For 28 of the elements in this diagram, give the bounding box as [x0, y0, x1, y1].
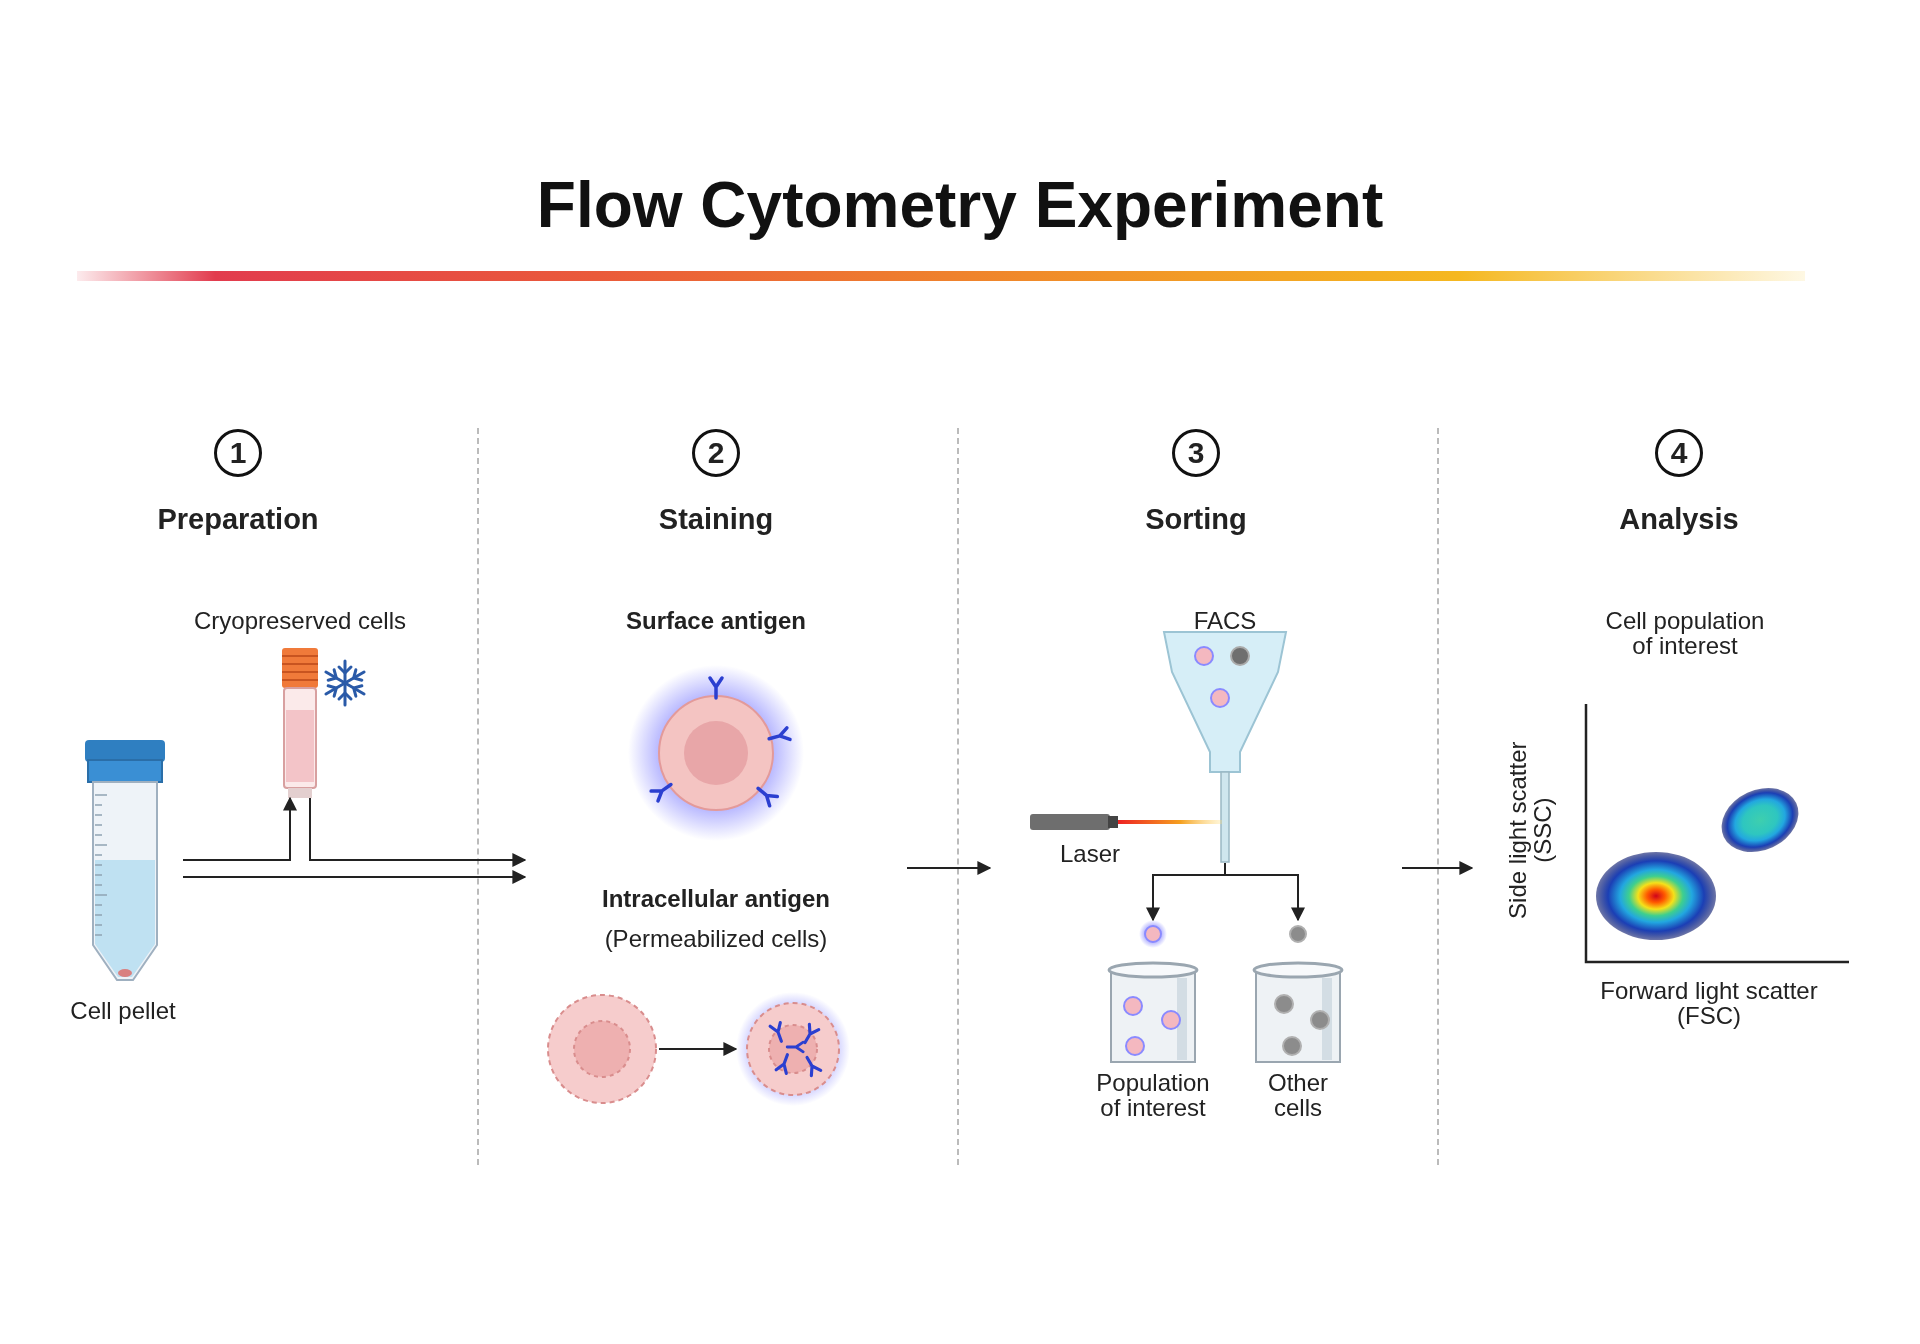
tube-caption: Population of interest — [1095, 1070, 1211, 1121]
axis-label: Forward light scatter (FSC) — [1599, 978, 1819, 1029]
arrow — [1401, 861, 1474, 875]
diagram-title: Flow Cytometry Experiment — [536, 169, 1384, 241]
step-number: 3 — [1172, 429, 1220, 477]
sorter-caption: FACS — [1192, 608, 1258, 634]
vial-caption: Cryopreserved cells — [192, 608, 408, 634]
step-number: 4 — [1655, 429, 1703, 477]
step-number: 2 — [692, 429, 740, 477]
axis-label: Side light scatter (SSC) — [1504, 740, 1556, 921]
step-heading: Analysis — [1618, 504, 1740, 535]
step-number: 1 — [214, 429, 262, 477]
arrow — [906, 861, 992, 875]
arrow — [658, 1042, 738, 1056]
cell-caption: Surface antigen — [624, 608, 807, 634]
arrow — [182, 870, 527, 884]
arrow — [182, 796, 297, 861]
subheading: Intracellular antigen — [600, 886, 832, 912]
plot-title: Cell population of interest — [1604, 608, 1766, 659]
tube-caption: Other cells — [1267, 1070, 1329, 1121]
step-heading: Preparation — [156, 504, 320, 535]
tube-caption: Cell pellet — [69, 998, 177, 1024]
step-heading: Sorting — [1144, 504, 1248, 535]
subheading-note: (Permeabilized cells) — [603, 926, 829, 952]
laser-caption: Laser — [1060, 841, 1122, 867]
arrow — [1224, 862, 1305, 922]
arrow — [309, 797, 527, 867]
step-heading: Staining — [657, 504, 775, 535]
